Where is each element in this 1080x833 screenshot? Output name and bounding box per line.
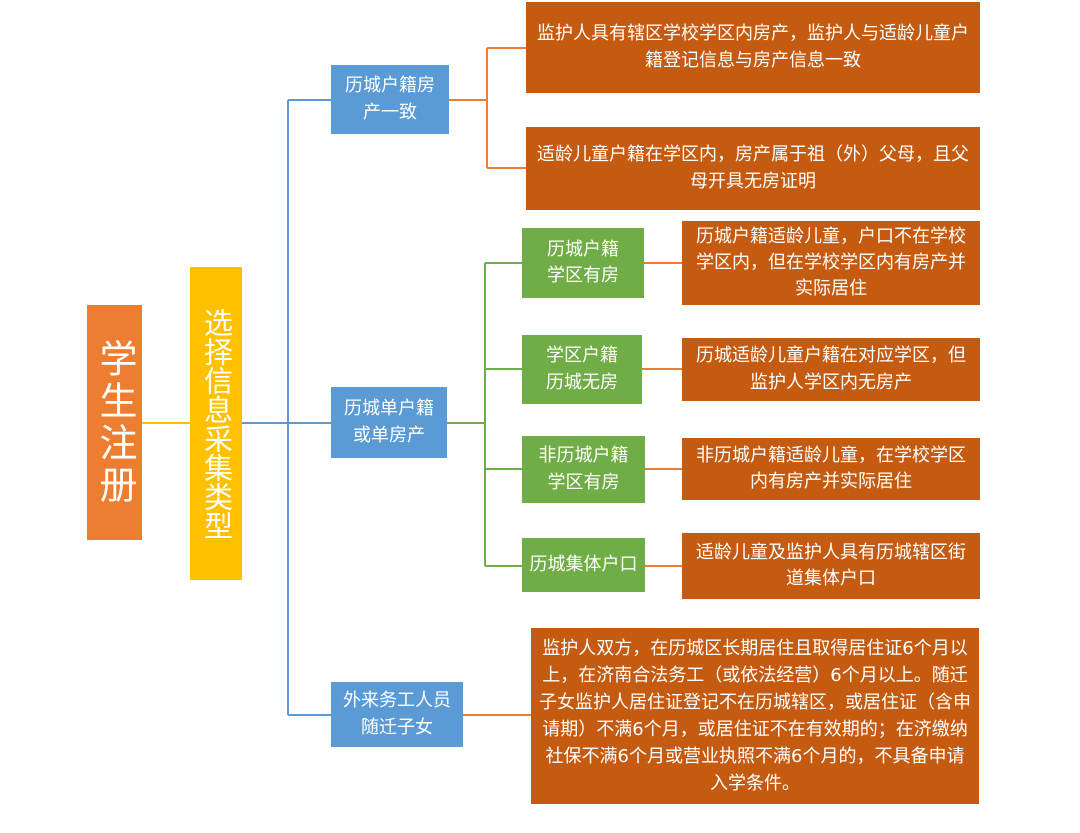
sub-desc-node: 适龄儿童及监护人具有历城辖区街道集体户口 [682,533,980,599]
root-node: 学生注册 [87,305,142,540]
sub-desc-text: 历城户籍适龄儿童，户口不在学校学区内，但在学校学区内有房产并实际居住 [696,225,966,300]
branch-node-3: 外来务工人员随迁子女 [331,682,463,747]
sub-node: 历城户籍学区有房 [522,228,644,298]
leaf-text: 监护人具有辖区学校学区内房产，监护人与适龄儿童户籍登记信息与房产信息一致 [537,23,969,71]
sub-desc-node: 历城适龄儿童户籍在对应学区，但监护人学区内无房产 [682,338,980,401]
sub-desc-text: 历城适龄儿童户籍在对应学区，但监护人学区内无房产 [696,345,966,393]
leaf-text: 监护人双方，在历城区长期居住且取得居住证6个月以上，在济南合法务工（或依法经营）… [539,638,971,794]
category-label: 选择信息采集类型 [199,307,234,540]
sub-desc-text: 适龄儿童及监护人具有历城辖区街道集体户口 [696,541,966,589]
sub-label: 历城户籍学区有房 [547,238,619,286]
branch-label: 历城户籍房产一致 [345,75,435,123]
sub-node: 学区户籍历城无房 [522,335,642,404]
sub-label: 历城集体户口 [529,553,638,575]
category-node: 选择信息采集类型 [190,267,242,580]
sub-label: 学区户籍历城无房 [546,345,618,393]
branch-node-2: 历城单户籍或单房产 [331,387,447,458]
sub-node: 非历城户籍学区有房 [522,436,645,503]
branch-label: 历城单户籍或单房产 [344,398,434,446]
leaf-node: 监护人双方，在历城区长期居住且取得居住证6个月以上，在济南合法务工（或依法经营）… [531,628,979,804]
leaf-text: 适龄儿童户籍在学区内，房产属于祖（外）父母，且父母开具无房证明 [537,144,969,192]
sub-desc-node: 历城户籍适龄儿童，户口不在学校学区内，但在学校学区内有房产并实际居住 [682,221,980,305]
sub-label: 非历城户籍学区有房 [538,445,629,493]
leaf-node: 监护人具有辖区学校学区内房产，监护人与适龄儿童户籍登记信息与房产信息一致 [526,2,980,93]
sub-node: 历城集体户口 [522,538,645,592]
branch-label: 外来务工人员随迁子女 [343,690,451,738]
sub-desc-node: 非历城户籍适龄儿童，在学校学区内有房产并实际居住 [682,438,980,500]
branch-node-1: 历城户籍房产一致 [331,65,449,134]
sub-desc-text: 非历城户籍适龄儿童，在学校学区内有房产并实际居住 [696,444,966,492]
root-label: 学生注册 [93,338,138,507]
leaf-node: 适龄儿童户籍在学区内，房产属于祖（外）父母，且父母开具无房证明 [526,127,980,210]
